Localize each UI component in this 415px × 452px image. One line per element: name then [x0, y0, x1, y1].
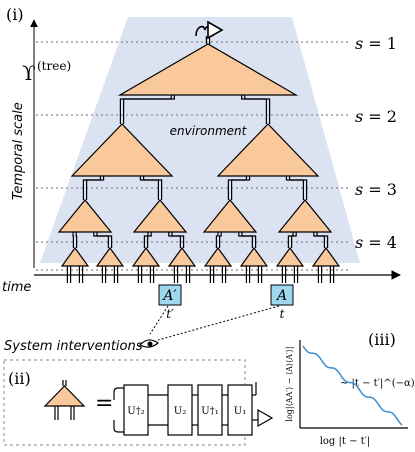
unitary-label: U†₂: [127, 406, 144, 417]
leaf-leg: [78, 266, 84, 283]
tree-edge: [93, 232, 113, 248]
scale-label-2: 2: [387, 107, 397, 126]
panel-label-iii: (iii): [368, 330, 396, 349]
root-state-icon: [195, 20, 224, 40]
eye-icon: [139, 339, 159, 348]
tree-node-level-4: [275, 246, 305, 267]
tree-node-level-3: [57, 199, 113, 233]
leaf-leg: [317, 266, 323, 283]
leaf-leg: [245, 266, 251, 283]
system-interventions-label: System interventions: [4, 339, 143, 354]
tree-node-level-4: [203, 246, 233, 267]
tree-node-level-4: [131, 246, 161, 267]
plot-xlabel: log |t − t′|: [320, 436, 371, 447]
svg-text:s = 1: s = 1: [355, 34, 397, 53]
panel-label-ii: (ii): [8, 369, 31, 388]
svg-text:s = 4: s = 4: [355, 233, 397, 252]
upsilon-symbol: ϒ: [22, 61, 36, 85]
tree-edge: [168, 232, 185, 248]
decomposition-node: [43, 380, 86, 420]
tree-node-level-4: [239, 246, 269, 267]
tree-edge: [287, 232, 297, 248]
environment-label: environment: [170, 124, 248, 138]
tree-node-level-3: [202, 199, 258, 233]
leaf-leg: [293, 266, 299, 283]
tree-edge: [285, 176, 308, 200]
tree-edge: [119, 95, 175, 124]
tree-edge: [238, 232, 257, 248]
leaf-leg: [66, 266, 72, 283]
tree-node-level-1: [117, 43, 299, 96]
leaf-leg: [281, 266, 287, 283]
scale-label-prefix-3: s =: [355, 180, 387, 199]
leaf-leg: [101, 266, 107, 283]
tree-edge: [143, 232, 152, 248]
leaf-leg: [173, 266, 179, 283]
t-label: t: [280, 307, 285, 321]
tree-edge: [139, 176, 163, 200]
tree-edge: [72, 232, 78, 248]
plot-annotation: ∼ |t − t′|^(−α): [340, 378, 415, 389]
plot-ylabel: log|⟨AA′⟩ − ⟨A⟩⟨A′⟩|: [285, 346, 294, 421]
tree-node-level-2: [216, 123, 320, 177]
unitary-label: U₂: [174, 406, 186, 417]
tree-node-level-3: [132, 199, 188, 233]
scale-label-prefix-1: s =: [355, 34, 387, 53]
decomposition-circuit: [113, 382, 274, 433]
decomposition-equals: =: [95, 391, 113, 416]
leaf-leg: [113, 266, 119, 283]
unitary-box: U₂: [167, 384, 193, 436]
root-edge: [205, 36, 211, 44]
panel-label-i: (i): [6, 5, 24, 24]
tree-node-level-4: [167, 246, 197, 267]
unitary-label: U†₁: [201, 406, 218, 417]
leaf-leg: [209, 266, 215, 283]
scale-label-3: 3: [387, 180, 397, 199]
time-label: time: [2, 280, 31, 295]
svg-text:s = 2: s = 2: [355, 107, 397, 126]
tree-node-level-3: [277, 199, 333, 233]
operator-a-label: A: [275, 288, 287, 304]
unitary-label: U₁: [234, 406, 246, 417]
leaf-leg: [185, 266, 191, 283]
tree-node-level-4: [95, 246, 125, 267]
operator-a-prime-label: A′: [161, 288, 177, 304]
tree-edge: [215, 232, 222, 248]
leaf-leg: [257, 266, 263, 283]
decay-curve: [302, 345, 403, 426]
tree-node-level-4: [311, 246, 341, 267]
tree-background-band: [40, 17, 360, 263]
unitary-boxes: U†₂ U₂ U†₁ U₁: [123, 384, 253, 436]
unitary-box: U₁: [227, 384, 253, 436]
leaf-leg: [137, 266, 143, 283]
tree-edge: [82, 176, 105, 200]
unitary-box: U†₁: [197, 384, 223, 436]
plot-axes: [299, 340, 408, 429]
temporal-scale-label: Temporal scale: [11, 102, 26, 200]
scale-label-prefix-4: s =: [355, 233, 387, 252]
intervention-lines: [149, 305, 280, 341]
upsilon-superscript: (tree): [37, 59, 71, 73]
leaf-leg: [329, 266, 335, 283]
tree-edge: [227, 176, 251, 200]
t-prime-label: t′: [166, 307, 174, 321]
operator-a-box: [270, 284, 294, 306]
scale-labels: s = 1 s = 2 s = 3 s = 4: [355, 34, 397, 252]
tree-edge: [313, 232, 329, 248]
tree-node-level-2: [70, 123, 174, 177]
tree-edges: [66, 36, 335, 283]
leaf-leg: [221, 266, 227, 283]
tree-edge: [241, 95, 271, 124]
operator-a-prime-box: [158, 284, 182, 306]
scale-label-4: 4: [387, 233, 397, 252]
scale-label-1: 1: [387, 34, 397, 53]
unitary-box: U†₂: [123, 384, 149, 436]
tree-node-level-4: [60, 246, 90, 267]
svg-text:s = 3: s = 3: [355, 180, 397, 199]
scale-label-prefix-2: s =: [355, 107, 387, 126]
leaf-leg: [149, 266, 155, 283]
tree-nodes: [57, 43, 341, 267]
